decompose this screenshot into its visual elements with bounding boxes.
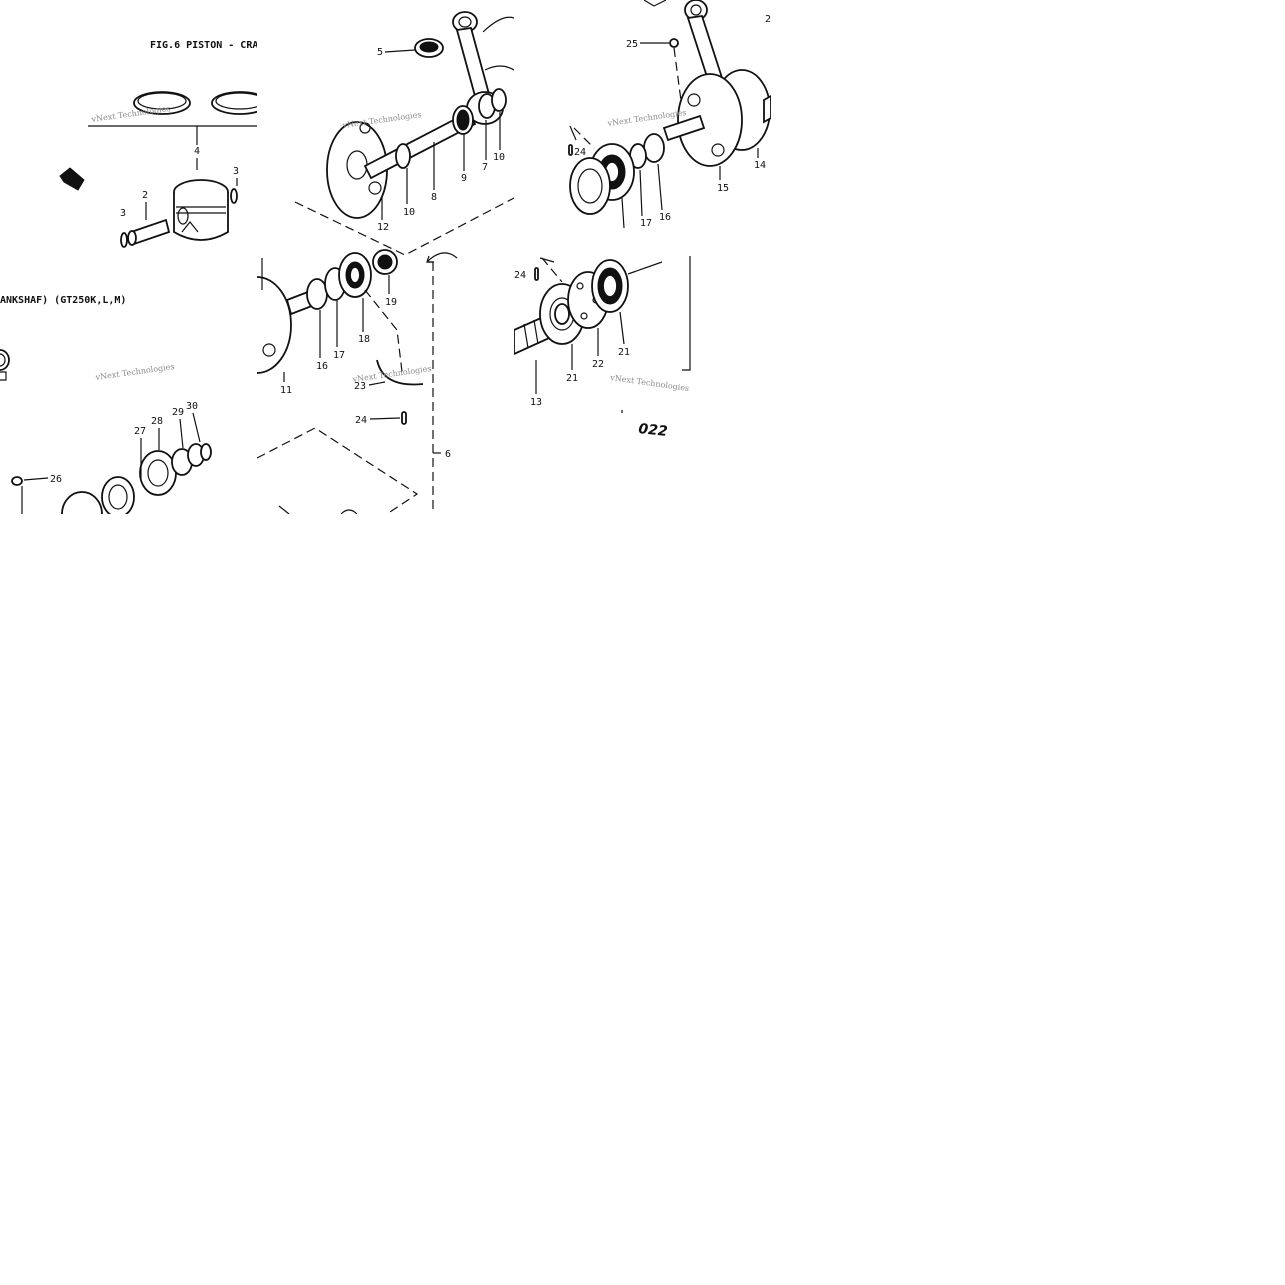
callout-7: 7 (482, 162, 488, 173)
oil-seal-20 (569, 157, 611, 215)
callout-18: 18 (358, 334, 370, 345)
watermark-6: vNext Technologies (609, 373, 690, 393)
crank-pin-8 (363, 110, 477, 180)
bearing-21b (591, 259, 629, 313)
callout-3b: 3 (120, 208, 126, 219)
pin-24r-upper (568, 144, 573, 156)
callout-21b: 21 (618, 347, 630, 358)
pin-24r-lower (534, 267, 539, 281)
figure-title: FIG.6 PISTON - CRA (150, 40, 257, 51)
washer-10a (395, 143, 411, 169)
gear-assembly (61, 443, 212, 514)
callout-28: 28 (151, 416, 163, 427)
callout-8: 8 (431, 192, 437, 203)
circlip-right (230, 188, 238, 204)
callout-16r: 16 (659, 212, 671, 223)
piston (173, 179, 229, 241)
partial-seal (0, 349, 10, 381)
callout-10a: 10 (403, 207, 415, 218)
callout-21a: 21 (566, 373, 578, 384)
pin-24 (401, 411, 407, 425)
callout-5: 5 (377, 47, 383, 58)
callout-24: 24 (355, 415, 367, 426)
callout-24r-lower: 24 (514, 270, 526, 281)
circlip-left (120, 232, 128, 248)
watermark-1: vNext Technologies (90, 104, 171, 124)
callout-24r-upper: 24 (574, 147, 586, 158)
diagram-tile-crankshaft-left: 5 7 10 (257, 0, 514, 514)
callout-12: 12 (377, 222, 389, 233)
callout-22: 22 (592, 359, 604, 370)
figure-code: 022 (638, 421, 669, 440)
washer-10b (491, 88, 507, 112)
needle-bearing-5 (414, 38, 444, 58)
callout-17r: 17 (640, 218, 652, 229)
callout-9: 9 (461, 173, 467, 184)
watermark-2: vNext Technologies (94, 362, 175, 382)
callout-23: 23 (354, 381, 366, 392)
callout-19: 19 (385, 297, 397, 308)
callout-3a: 3 (233, 166, 239, 177)
callout-14: 14 (754, 160, 766, 171)
figure-subtitle: ANKSHAF) (GT250K,L,M) (0, 295, 126, 306)
watermark-3: vNext Technologies (341, 110, 422, 130)
callout-27: 27 (134, 426, 146, 437)
callout-10b: 10 (493, 152, 505, 163)
callout-6: 6 (445, 449, 451, 460)
diagram-tile-crankshaft-right: 2 25 14 15 (514, 0, 771, 514)
callout-30: 30 (186, 401, 198, 412)
diagram-tile-piston: FIG.6 PISTON - CRA 4 3 (0, 0, 257, 514)
callout-26: 26 (50, 474, 62, 485)
watermark-4: vNext Technologies (351, 364, 432, 384)
connecting-rod-right (684, 0, 726, 87)
callout-17: 17 (333, 350, 345, 361)
callout-29: 29 (172, 407, 184, 418)
crank-web-15 (662, 73, 743, 167)
front-arrow-icon (59, 167, 85, 191)
crank-web-11 (257, 276, 292, 374)
seal-16r (643, 133, 665, 163)
piston-ring-left (133, 91, 191, 115)
seal-16 (306, 278, 328, 310)
callout-2: 2 (142, 190, 148, 201)
piston-ring-right (211, 91, 257, 115)
half-ring-23 (376, 359, 424, 386)
callout-16: 16 (316, 361, 328, 372)
key-26 (11, 476, 23, 486)
callout-11: 11 (280, 385, 292, 396)
callout-13: 13 (530, 397, 542, 408)
callout-25: 25 (626, 39, 638, 50)
pin-25 (669, 38, 679, 48)
bearing-18 (338, 252, 372, 298)
callout-4: 4 (194, 146, 200, 157)
callout-2r: 2 (765, 14, 771, 25)
bearing-9 (452, 105, 474, 135)
bearing-19 (372, 249, 398, 275)
piston-pin (127, 218, 171, 246)
callout-15: 15 (717, 183, 729, 194)
